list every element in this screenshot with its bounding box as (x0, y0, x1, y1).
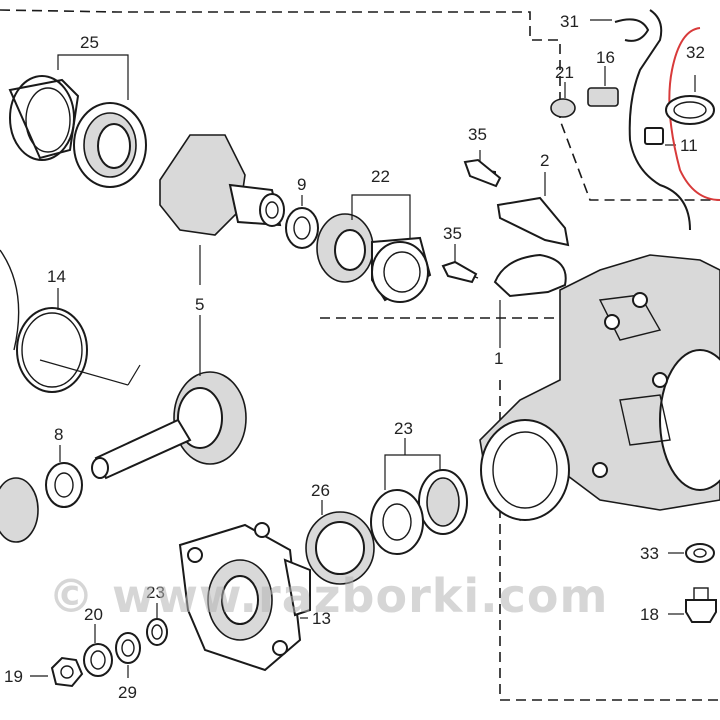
callout-32: 32 (686, 43, 705, 62)
differential-housing (479, 254, 720, 522)
part-5-ring-gear (159, 134, 285, 285)
callout-16: 16 (596, 48, 615, 67)
part-29-seal-washer (115, 632, 141, 678)
part-35-bolt-lower (441, 244, 478, 284)
part-31-clip (590, 18, 650, 42)
callout-29: 29 (118, 683, 137, 702)
watermark-text: © www.razborki.com (48, 569, 608, 623)
callout-20: 20 (84, 605, 103, 624)
highlight-circle (665, 27, 720, 201)
callout-23-lower: 23 (146, 583, 165, 602)
part-26-seal (305, 500, 375, 585)
callout-5: 5 (195, 295, 204, 314)
callout-2: 2 (540, 151, 549, 170)
callout-25: 25 (80, 33, 99, 52)
callout-31: 31 (560, 12, 579, 31)
part-33-washer (668, 543, 715, 563)
callout-13: 13 (312, 609, 331, 628)
part-23-race (370, 438, 468, 555)
part-19-nut (30, 656, 84, 688)
part-22-bearing (316, 194, 432, 303)
callout-9: 9 (297, 175, 306, 194)
callout-21: 21 (555, 63, 574, 82)
part-18-drain-plug (668, 587, 717, 623)
part-25-bearing (8, 54, 147, 188)
callout-35-lower: 35 (443, 224, 462, 243)
part-9-washer (285, 195, 319, 249)
breather-hose (628, 9, 691, 231)
callout-14: 14 (47, 267, 66, 286)
callout-19: 19 (4, 667, 23, 686)
callout-22: 22 (371, 167, 390, 186)
callout-1: 1 (494, 349, 503, 368)
part-14-o-ring (0, 249, 141, 393)
part-1-cover-plate (449, 253, 567, 348)
callout-8: 8 (54, 425, 63, 444)
part-35-bolt (463, 158, 502, 188)
callout-labels: 25 31 16 21 32 11 35 2 9 22 35 14 5 1 8 … (4, 12, 705, 702)
part-5-pinion-shaft (91, 315, 247, 480)
part-8-washer (0, 445, 83, 543)
part-21-plug (550, 82, 576, 118)
part-20-washer (83, 624, 113, 677)
callout-23-upper: 23 (394, 419, 413, 438)
callout-18: 18 (640, 605, 659, 624)
callout-26: 26 (311, 481, 330, 500)
part-16-connector (587, 66, 619, 107)
part-13-companion-flange (178, 522, 311, 672)
callout-33: 33 (640, 544, 659, 563)
callout-11: 11 (680, 136, 698, 155)
part-23-washer-small (146, 603, 168, 646)
callout-35-upper: 35 (468, 125, 487, 144)
assembly-border (0, 9, 720, 701)
